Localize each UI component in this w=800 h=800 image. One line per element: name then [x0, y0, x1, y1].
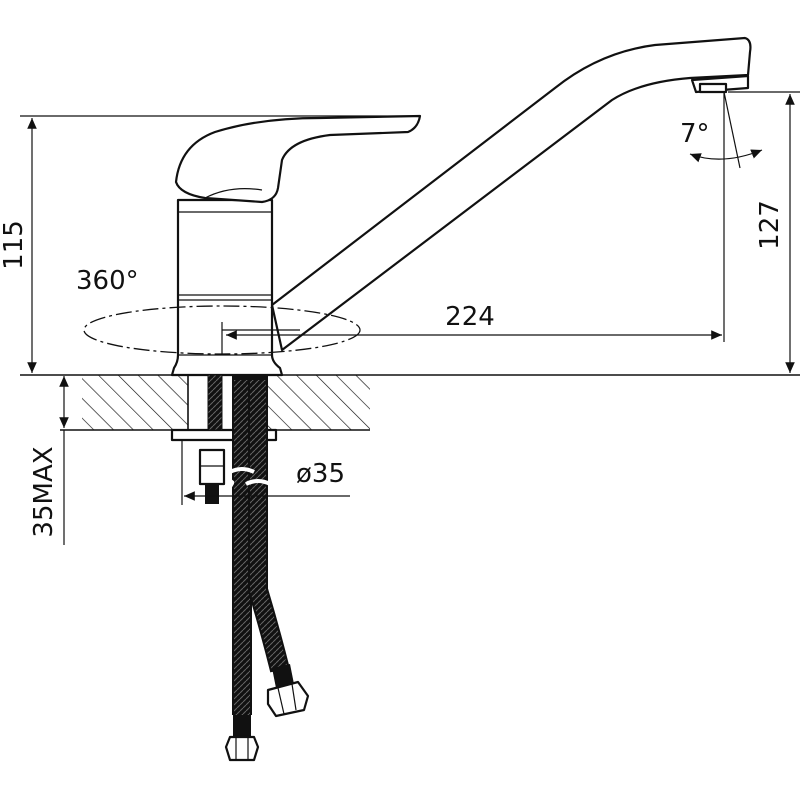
hose-right-braid: [250, 380, 288, 672]
faucet-body: [170, 198, 284, 377]
stud-end: [205, 484, 219, 504]
countertop: [20, 374, 800, 431]
spout-tube: [270, 36, 752, 352]
handle-lever: [174, 114, 422, 204]
hose-right-nut-facet-b: [291, 683, 297, 711]
spout: [270, 36, 752, 352]
mounting-hardware: [170, 374, 310, 762]
dim-total-height-label: 115: [0, 220, 29, 270]
hose-break-right: [245, 479, 271, 486]
dim-total-height: 115: [0, 115, 420, 373]
stud-nut: [198, 448, 226, 486]
body-cylinder: [170, 198, 284, 377]
handle-underside: [204, 188, 263, 199]
dim-aerator: 7°: [680, 91, 763, 342]
aerator-tip: [698, 82, 728, 94]
dim-reach-label: 224: [445, 302, 495, 332]
hose-left-nut: [224, 735, 260, 762]
hose-left-collar: [233, 715, 251, 737]
hose-right-nut: [266, 680, 310, 718]
dim-counter-thickness: 35MAX: [29, 376, 69, 545]
dim-aerator-angle-label: 7°: [680, 119, 710, 149]
mounting-stud: [207, 374, 223, 431]
hose-break-left: [229, 467, 255, 474]
dim-swivel-label: 360°: [76, 266, 139, 296]
dim-mount-hole: ø35: [181, 440, 350, 505]
dim-spout-height: 127: [728, 91, 800, 373]
hose-right-collar: [272, 664, 294, 688]
dim-counter-thickness-label: 35MAX: [29, 446, 59, 537]
handle: [174, 114, 422, 204]
dim-reach: 224: [221, 302, 722, 355]
aerator-angle-line: [723, 91, 741, 169]
mounting-washer: [170, 428, 278, 442]
dim-mount-hole-label: ø35: [296, 459, 345, 489]
hose-right-nut-facet-a: [277, 687, 285, 715]
aerator-angle-arc: [689, 149, 763, 163]
dim-spout-height-label: 127: [755, 200, 785, 250]
